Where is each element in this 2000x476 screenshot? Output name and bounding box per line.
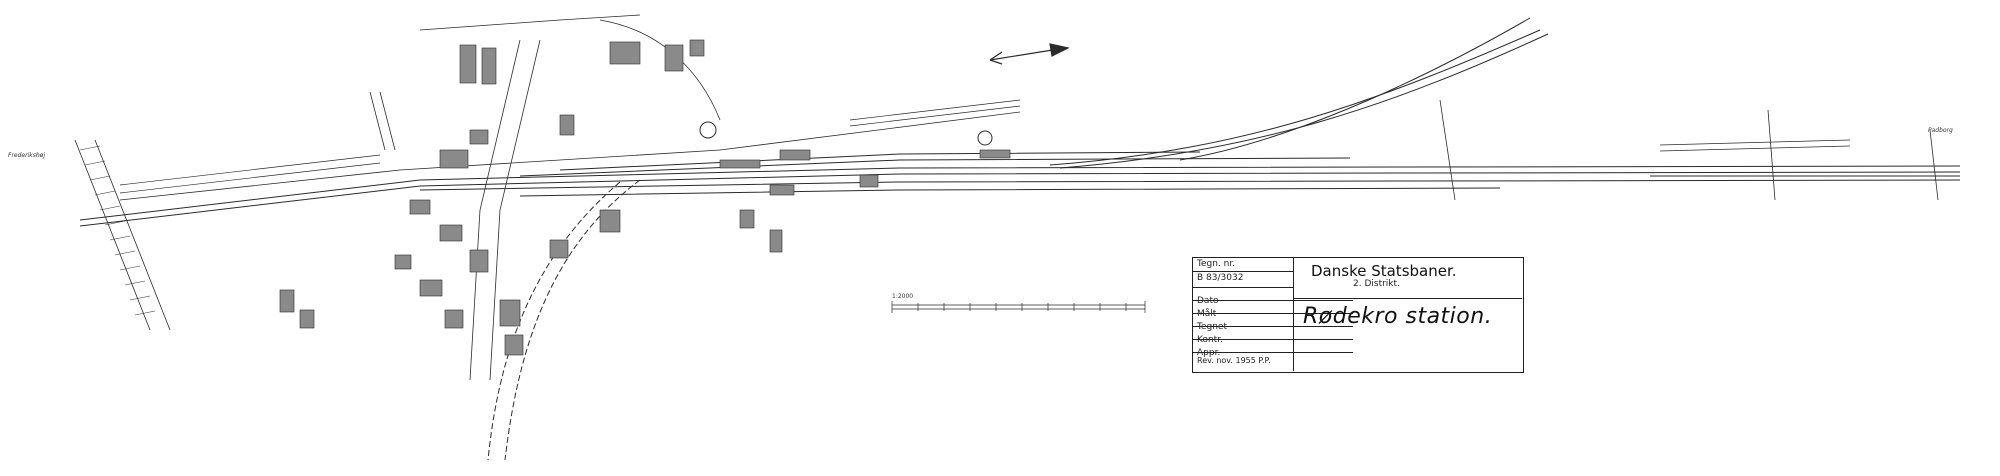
roads <box>74 14 1939 381</box>
row-kontr: Kontr. <box>1193 327 1353 345</box>
scale-bar <box>891 301 1146 313</box>
north-arrow <box>989 43 1070 65</box>
title-block-left-column: Tegn. nr. B 83/3032 Dato Målt Tegnet Kon… <box>1193 258 1353 371</box>
drawing-number-label: Tegn. nr. <box>1193 258 1293 272</box>
drawing-number: B 83/3032 <box>1193 272 1293 288</box>
station-name: Rødekro station. <box>1303 304 1493 329</box>
buildings <box>279 39 1011 356</box>
organization-name: Danske Statsbaner. <box>1311 262 1457 280</box>
main-tracks <box>79 151 1961 227</box>
road-hatching-left <box>79 145 156 316</box>
scale-bar-label: 1:2000 <box>892 293 914 300</box>
branch-line-south <box>487 179 641 461</box>
revision-note: Rev. nov. 1955 P.P. <box>1197 356 1271 365</box>
branch-line-northeast <box>1049 17 1549 169</box>
row-appr: Appr. <box>1193 340 1353 358</box>
roundabout <box>699 121 717 139</box>
row-maalt: Målt <box>1193 301 1353 319</box>
turntable <box>977 130 993 146</box>
place-label-right: Padborg <box>1928 127 1953 134</box>
row-dato: Dato <box>1193 288 1353 306</box>
title-divider <box>1293 298 1522 299</box>
row-tegnet: Tegnet <box>1193 314 1353 332</box>
property-boundaries <box>119 99 1851 194</box>
title-block: Tegn. nr. B 83/3032 Dato Målt Tegnet Kon… <box>1192 257 1524 373</box>
place-label-left: Frederikshøj <box>8 152 45 159</box>
district-name: 2. Distrikt. <box>1353 279 1400 289</box>
